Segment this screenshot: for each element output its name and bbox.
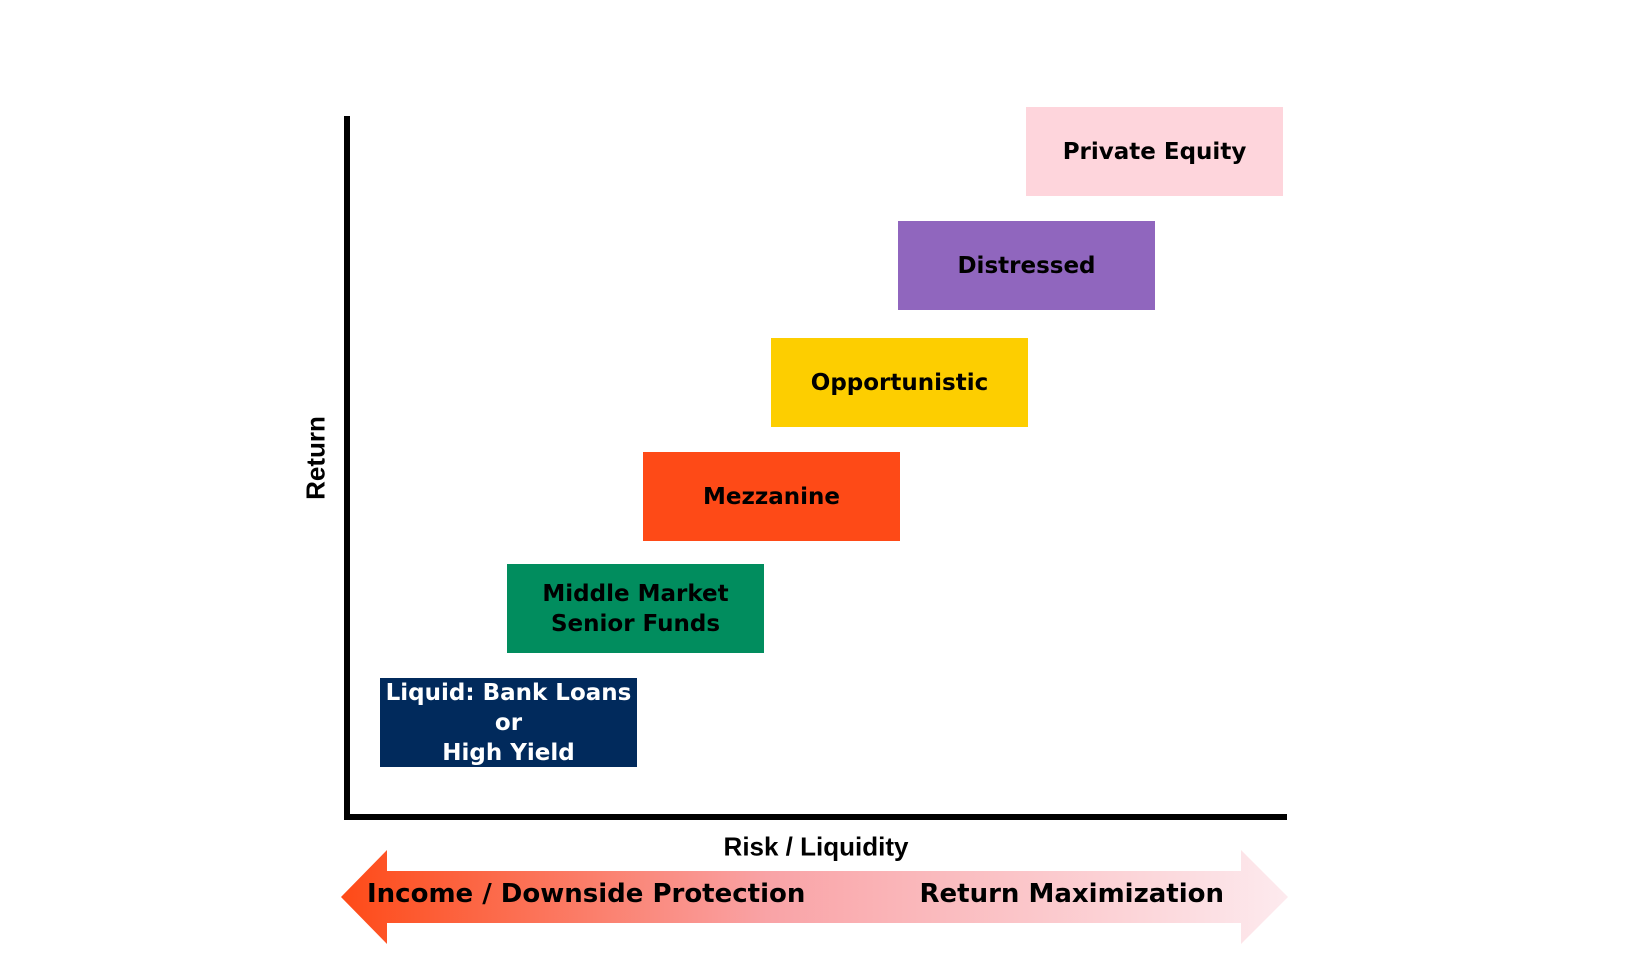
step-label-line: Mezzanine <box>702 483 840 510</box>
x-axis-label: Risk / Liquidity <box>723 831 909 862</box>
step-box-private-equity: Private Equity <box>1026 107 1283 196</box>
step-label-line: Opportunistic <box>810 369 989 396</box>
step-box-distressed: Distressed <box>898 221 1155 310</box>
step-label-line: or <box>494 709 523 736</box>
step-label-line: Private Equity <box>1062 138 1247 165</box>
step-label-line: Senior Funds <box>550 610 721 637</box>
arrow-right-label: Return Maximization <box>919 879 1224 909</box>
x-axis-line <box>344 814 1287 820</box>
step-box-mezzanine: Mezzanine <box>643 452 900 541</box>
y-axis-label: Return <box>300 416 331 500</box>
double-headed-arrow <box>341 850 1288 944</box>
step-box-middle-market: Middle Market Senior Funds <box>507 564 764 653</box>
step-label-line: Distressed <box>957 252 1096 279</box>
arrow-left-label: Income / Downside Protection <box>367 879 806 909</box>
arrow-shape <box>341 850 1288 944</box>
step-box-opportunistic: Opportunistic <box>771 338 1028 427</box>
y-axis-line <box>344 116 350 820</box>
step-box-liquid: Liquid: Bank Loans or High Yield <box>380 678 637 767</box>
step-label-line: High Yield <box>442 739 575 766</box>
step-label-line: Middle Market <box>542 580 729 607</box>
step-label-line: Liquid: Bank Loans <box>385 679 632 706</box>
